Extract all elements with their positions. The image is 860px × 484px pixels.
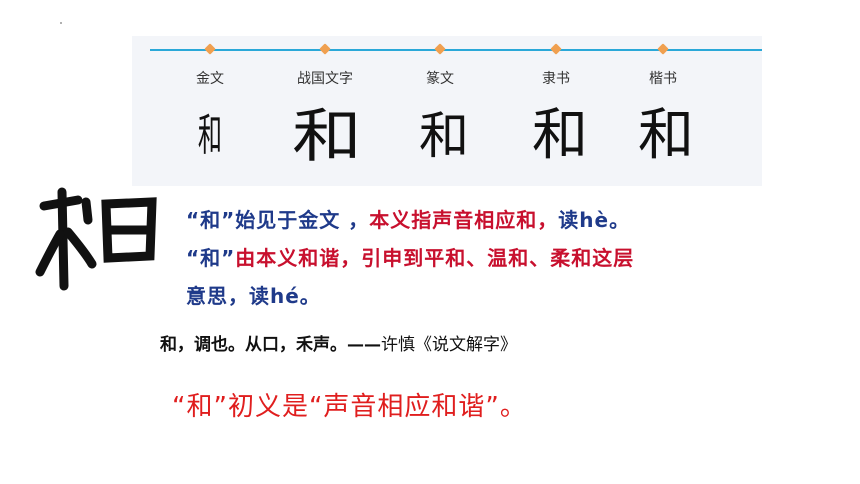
paragraph-line-2: “和”由本义和谐，引申到平和、温和、柔和这层 <box>186 242 634 271</box>
timeline-marker <box>319 43 331 55</box>
stage-label-zhanguo: 战国文字 <box>297 71 353 87</box>
stage-label-jinwen: 金文 <box>196 71 224 87</box>
glyph-jinwen: 和 <box>197 110 223 161</box>
quote-text: 和，调也。从口，禾声。—— <box>160 335 381 355</box>
conclusion-text: “和”初义是“声音相应和谐”。 <box>172 392 527 422</box>
glyph-lishu: 和 <box>532 103 588 168</box>
timeline-marker <box>204 43 216 55</box>
quote-source: 许慎《说文解字》 <box>381 335 517 355</box>
paragraph-line-3: 意思，读hé。 <box>186 284 321 308</box>
ancient-he-glyph-image <box>35 187 157 291</box>
shuowen-quote: 和，调也。从口，禾声。——许慎《说文解字》 <box>160 330 517 355</box>
line2-extension: 由本义和谐，引申到平和、温和、柔和这层 <box>235 246 635 270</box>
decorative-dot <box>60 22 62 24</box>
script-evolution-panel: 金文 战国文字 篆文 隶书 楷书 和 和 和 和 和 <box>132 36 762 186</box>
glyph-kaishu: 和 <box>638 103 694 168</box>
line1-meaning: 本义指声音相应和， <box>369 208 559 232</box>
stage-label-lishu: 隶书 <box>542 71 570 87</box>
timeline-line <box>150 49 762 51</box>
paragraph-line-1: “和”始见于金文 ，本义指声音相应和，读hè。 <box>186 204 630 233</box>
timeline-marker <box>434 43 446 55</box>
glyph-zhanguo: 和 <box>292 102 362 170</box>
timeline-marker <box>550 43 562 55</box>
line2-intro: “和” <box>186 246 236 270</box>
glyph-zhuanwen: 和 <box>419 107 469 165</box>
stage-label-zhuanwen: 篆文 <box>426 71 454 87</box>
line1-intro: “和”始见于金文 ， <box>186 208 370 232</box>
stage-label-kaishu: 楷书 <box>649 71 677 87</box>
line1-pronunciation: 读hè。 <box>558 208 631 232</box>
timeline-marker <box>657 43 669 55</box>
